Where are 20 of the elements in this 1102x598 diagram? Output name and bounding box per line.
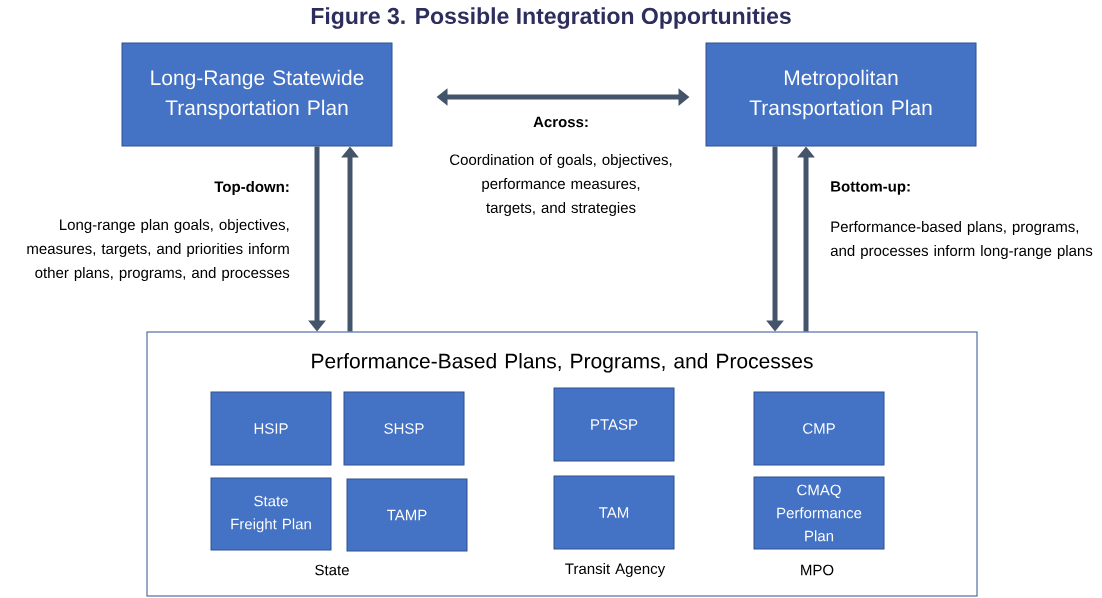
program-box: HSIP: [210, 391, 332, 466]
program-box: CMP: [753, 391, 885, 466]
program-box: CMAQ Performance Plan: [753, 476, 885, 550]
program-box: SHSP: [343, 391, 465, 466]
annotation-text: Transit Agency: [565, 563, 666, 577]
plan-box: Long-Range Statewide Transportation Plan: [121, 42, 393, 147]
title: Figure 3. Possible Integration Opportunities: [311, 7, 791, 29]
program-box: TAMP: [346, 478, 468, 552]
annotation-text: State: [315, 564, 349, 576]
annotation-text: Coordination of goals, objectives, performance measures, targets, and strategies: [450, 154, 672, 216]
annotation-text: MPO: [801, 564, 834, 576]
annotation-text: Performance-based plans, programs, and processes inform long-range plans: [830, 221, 1093, 259]
annotation-text: Long-range plan goals, objectives, measures, targets, and priorities inform other plans, programs, and processes: [27, 219, 290, 281]
program-box: State Freight Plan: [210, 477, 332, 551]
annotation-heading: Top-down:: [214, 181, 289, 195]
program-box: TAM: [553, 475, 675, 550]
annotation-heading: Across:: [533, 116, 588, 128]
program-box: PTASP: [553, 387, 675, 462]
plan-box: Metropolitan Transportation Plan: [705, 42, 977, 147]
annotation-heading: Bottom-up:: [831, 181, 910, 195]
